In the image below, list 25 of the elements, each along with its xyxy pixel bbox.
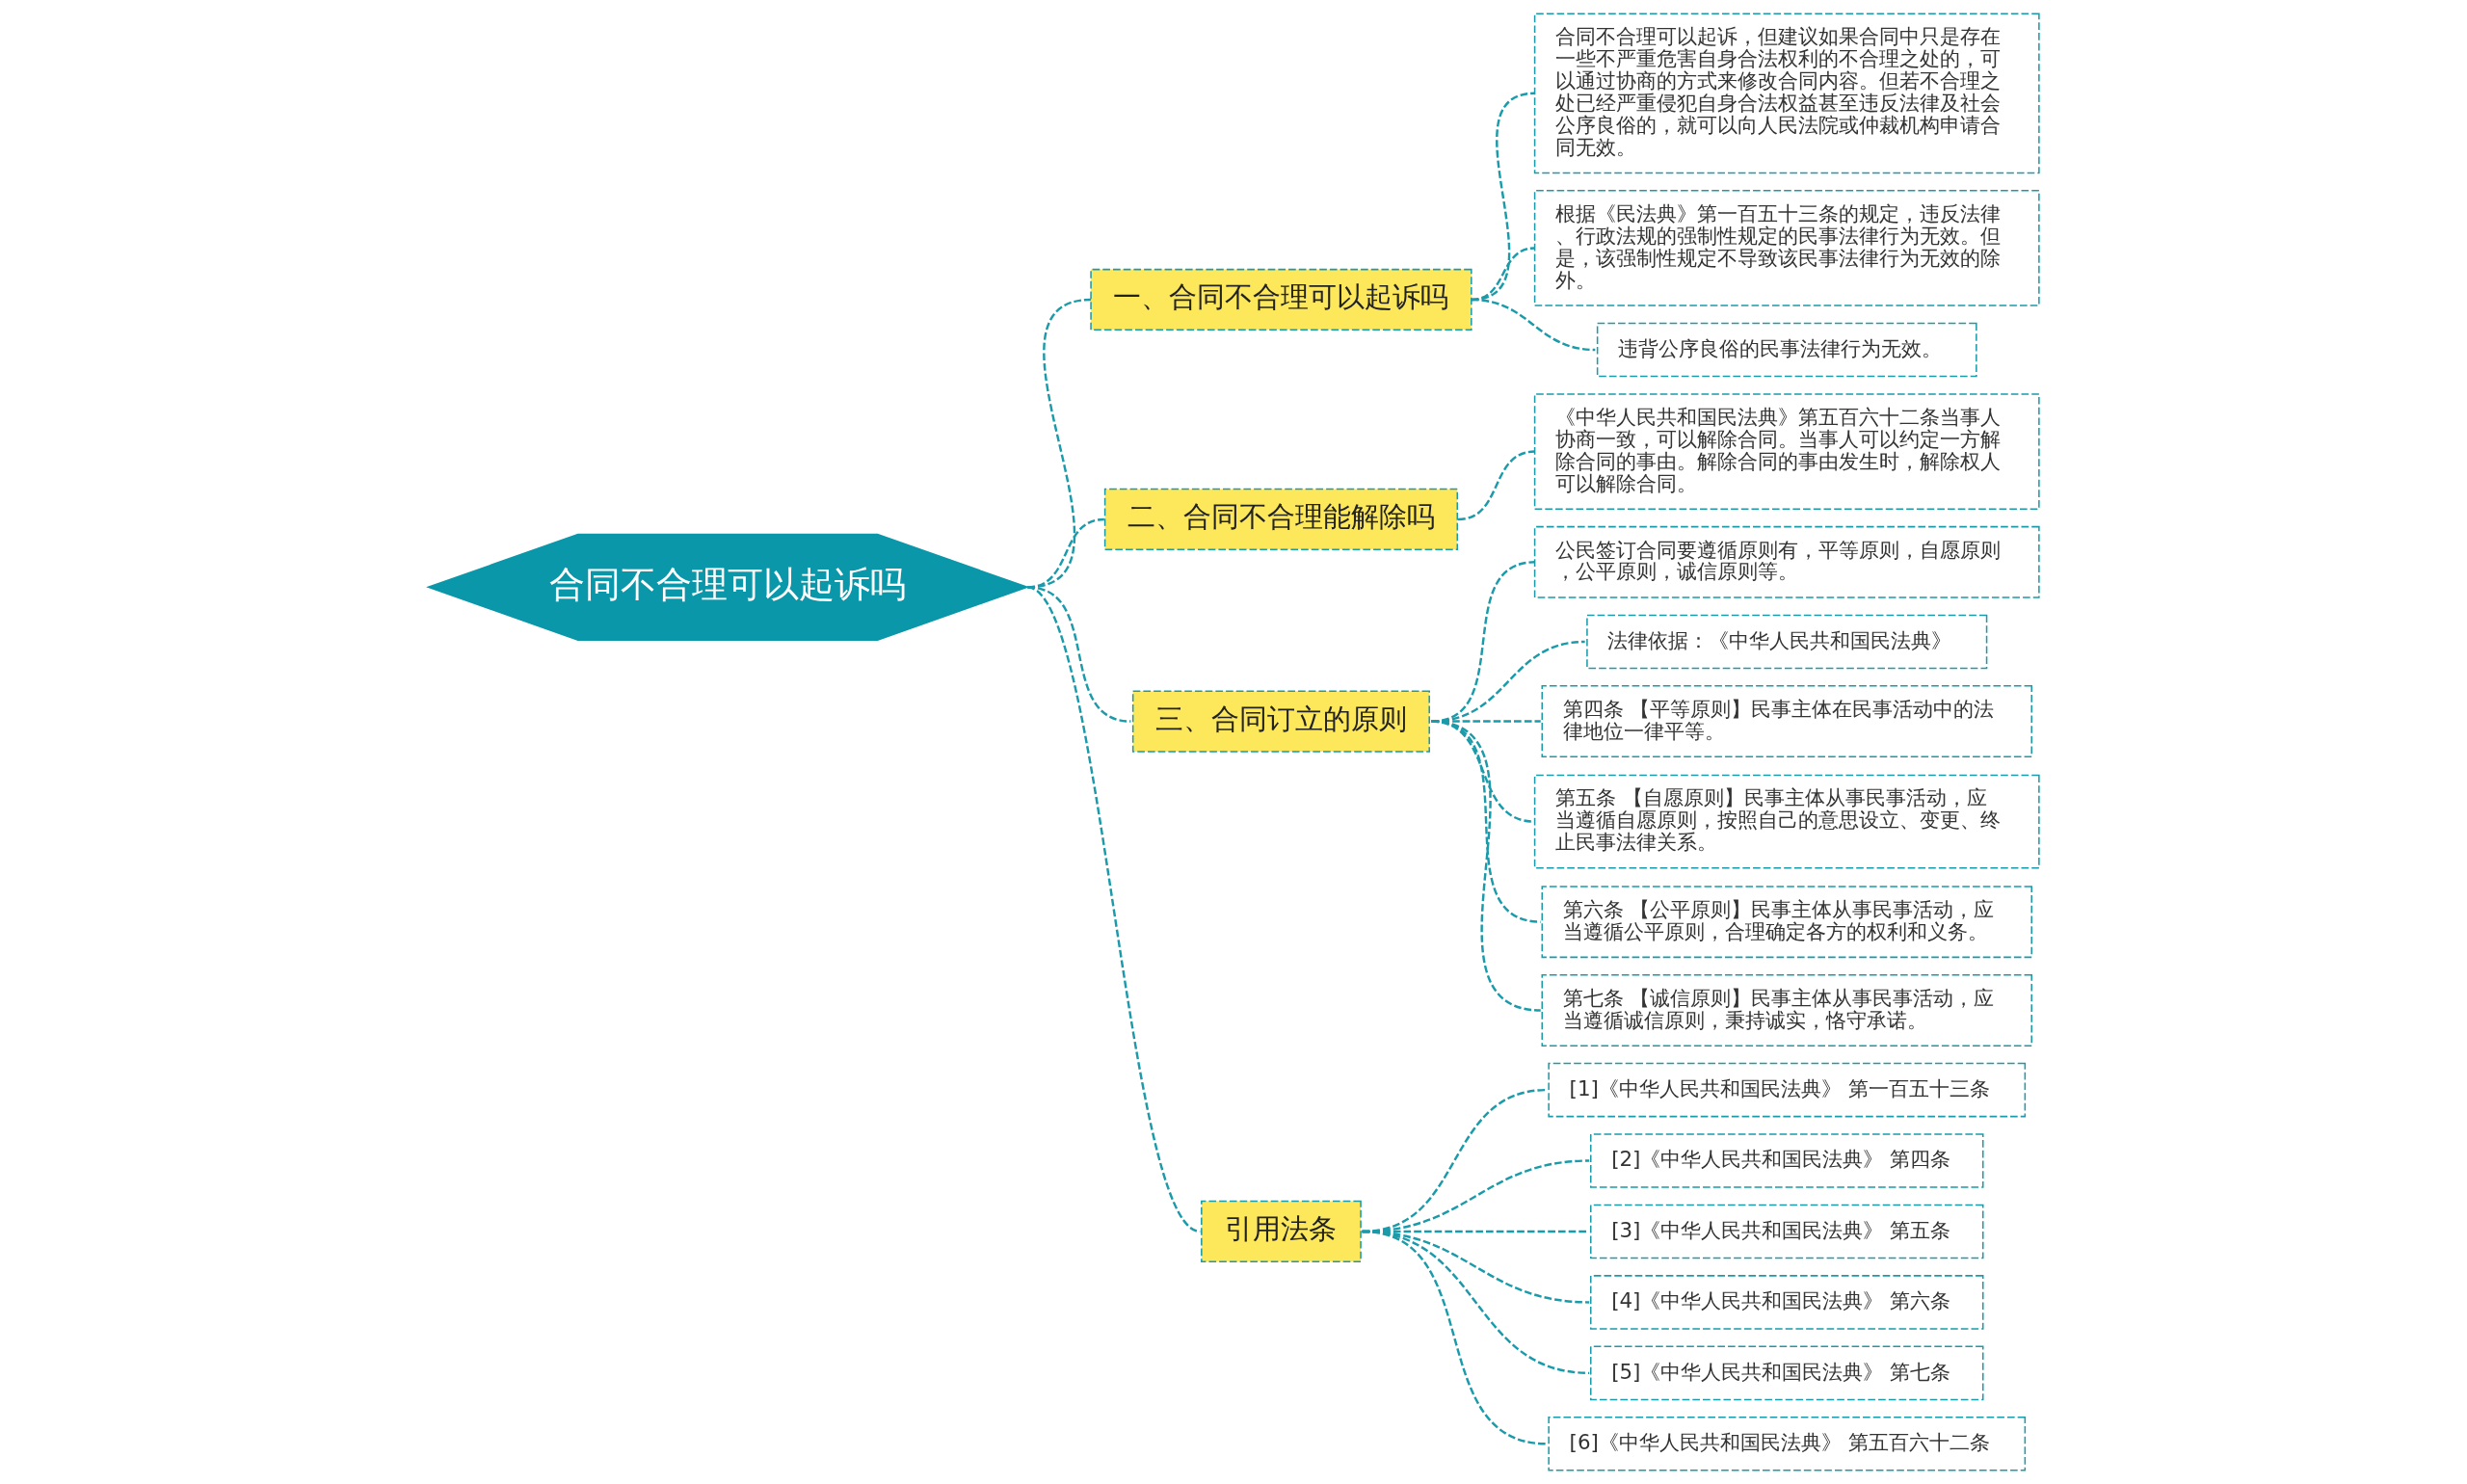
node-box: 第七条 【诚信原则】民事主体从事民事活动，应当遵循诚信原则，秉持诚实，恪守承诺。 bbox=[1541, 974, 2032, 1047]
node-box: 三、合同订立的原则 bbox=[1131, 690, 1430, 753]
node-box: [2]《中华人民共和国民法典》 第四条 bbox=[1590, 1133, 1984, 1188]
node-box: 《中华人民共和国民法典》第五百六十二条当事人协商一致，可以解除合同。当事人可以约定一方解除合同的事由。解除合同的事由发生时，解除权人可以解除合同。 bbox=[1533, 393, 2040, 510]
node-box: 第六条 【公平原则】民事主体从事民事活动，应当遵循公平原则，合理确定各方的权利和义务。 bbox=[1541, 886, 2032, 959]
node-box: [1]《中华人民共和国民法典》 第一百五十三条 bbox=[1548, 1062, 2027, 1118]
node-box: 第五条 【自愿原则】民事主体从事民事活动，应当遵循自愿原则，按照自己的意思设立、变更、终止民事法律关系。 bbox=[1533, 774, 2040, 869]
node-box: 违背公序良俗的民事法律行为无效。 bbox=[1596, 322, 1977, 378]
node-box: [4]《中华人民共和国民法典》 第六条 bbox=[1590, 1275, 1984, 1330]
node-box: 公民签订合同要遵循原则有，平等原则，自愿原则，公平原则，诚信原则等。 bbox=[1533, 525, 2040, 598]
connector bbox=[1431, 720, 1541, 1012]
connector bbox=[1027, 586, 1131, 723]
node-box: 根据《民法典》第一百五十三条的规定，违反法律、行政法规的强制性规定的民事法律行为无效。但是，该强制性规定不导致该民事法律行为无效的除外。 bbox=[1533, 190, 2040, 306]
node-box: [5]《中华人民共和国民法典》 第七条 bbox=[1590, 1345, 1984, 1401]
connector bbox=[1362, 1230, 1548, 1445]
node-box: 一、合同不合理可以起诉吗 bbox=[1090, 268, 1472, 331]
node-box: 合同不合理可以起诉，但建议如果合同中只是存在一些不严重危害自身合法权利的不合理之处的，可以通过协商的方式来修改合同内容。但若不合理之处已经严重侵犯自身合法权益甚至违反法律及社会公序良俗的，就可以向人民法院或仲裁机构申请合同无效。 bbox=[1533, 13, 2040, 174]
node-box: [3]《中华人民共和国民法典》 第五条 bbox=[1590, 1204, 1984, 1259]
node-box: 法律依据：《中华人民共和国民法典》 bbox=[1586, 614, 1988, 670]
node-box: 二、合同不合理能解除吗 bbox=[1103, 488, 1459, 551]
connector bbox=[1457, 450, 1535, 521]
node-box: 第四条 【平等原则】民事主体在民事活动中的法律地位一律平等。 bbox=[1541, 685, 2032, 758]
node-box: 引用法条 bbox=[1201, 1200, 1362, 1263]
node-box: [6]《中华人民共和国民法典》 第五百六十二条 bbox=[1548, 1417, 2027, 1471]
connector bbox=[1471, 298, 1596, 352]
